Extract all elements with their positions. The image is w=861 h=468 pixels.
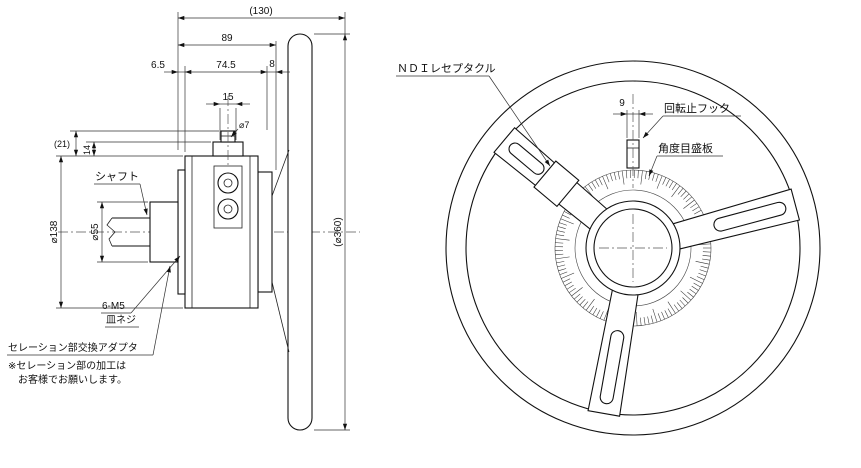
ndi-receptacle-label: ＮＤＩレセプタクル	[397, 62, 496, 75]
front-view-labels: ＮＤＩレセプタクル 回転止フック 角度目盛板	[396, 62, 741, 177]
side-view-labels: シャフト 6-M5 皿ネジ セレーション部交換アダプタ ※セレーション部の加工は…	[7, 171, 181, 386]
wheel-flange	[257, 171, 273, 293]
clamp-screw-1	[217, 172, 239, 194]
ndi-receptacle	[533, 160, 580, 208]
shaft-label: シャフト	[95, 171, 139, 183]
wheel-rim-side	[287, 33, 313, 431]
serration-adapter	[149, 201, 179, 263]
dim-9-label: 9	[619, 98, 625, 109]
shaft-break	[106, 217, 116, 247]
dim-phi7-label: ⌀7	[239, 120, 249, 130]
spoke-upper-left-slot	[508, 142, 545, 175]
hub-inner-circle	[593, 208, 673, 288]
clamp-screw-2	[217, 198, 239, 220]
rim-inner-circle	[465, 80, 801, 416]
rotation-stop-hook-label: 回転止フック	[664, 102, 730, 115]
angle-scale-plate-label: 角度目盛板	[658, 141, 713, 155]
side-view: (130) 89 6.5 74.5 8 15 ⌀7 (21)	[7, 6, 360, 431]
dim-phi360-label: (⌀360)	[333, 217, 344, 246]
dim-89-label: 89	[221, 33, 233, 44]
dim-74-5-label: 74.5	[216, 60, 236, 71]
spoke-silhouette-upper	[271, 149, 290, 197]
spoke-silhouette-lower	[271, 281, 290, 353]
front-view-dimensions: 9	[613, 98, 653, 138]
spoke-bottom-slot	[599, 330, 625, 405]
hub-outer-circle	[585, 200, 681, 296]
adapter-label: セレーション部交換アダプタ	[8, 341, 138, 354]
screw-spec-label: 6-M5	[102, 301, 125, 312]
spoke-upper-left	[493, 126, 609, 231]
clamp-detail	[213, 165, 243, 229]
dim-15-label: 15	[222, 92, 234, 103]
spoke-right	[671, 188, 801, 250]
front-view: 9 ＮＤＩレセプタクル 回転止フック 角度目盛板	[396, 60, 821, 436]
side-view-dimensions: (130) 89 6.5 74.5 8 15 ⌀7 (21)	[49, 6, 350, 431]
dim-phi138-label: ⌀138	[49, 220, 60, 243]
dim-21-label: (21)	[54, 139, 70, 149]
spoke-bottom	[587, 288, 639, 417]
screw-type-label: 皿ネジ	[106, 314, 136, 326]
rim-outer-circle	[445, 60, 821, 436]
dim-phi55-label: ⌀55	[90, 223, 101, 241]
note-line-2: お客様でお願いします。	[18, 373, 127, 386]
scale-plate-ticks	[554, 169, 711, 326]
front-flange	[177, 169, 186, 295]
note-line-1: ※セレーション部の加工は	[8, 359, 126, 372]
dim-14-label: 14	[82, 145, 92, 155]
dim-8-label: 8	[269, 59, 275, 70]
dim-130-label: (130)	[249, 6, 272, 17]
dim-6-5-label: 6.5	[151, 60, 165, 71]
hub-body	[184, 155, 259, 309]
spoke-right-slot	[713, 201, 787, 232]
